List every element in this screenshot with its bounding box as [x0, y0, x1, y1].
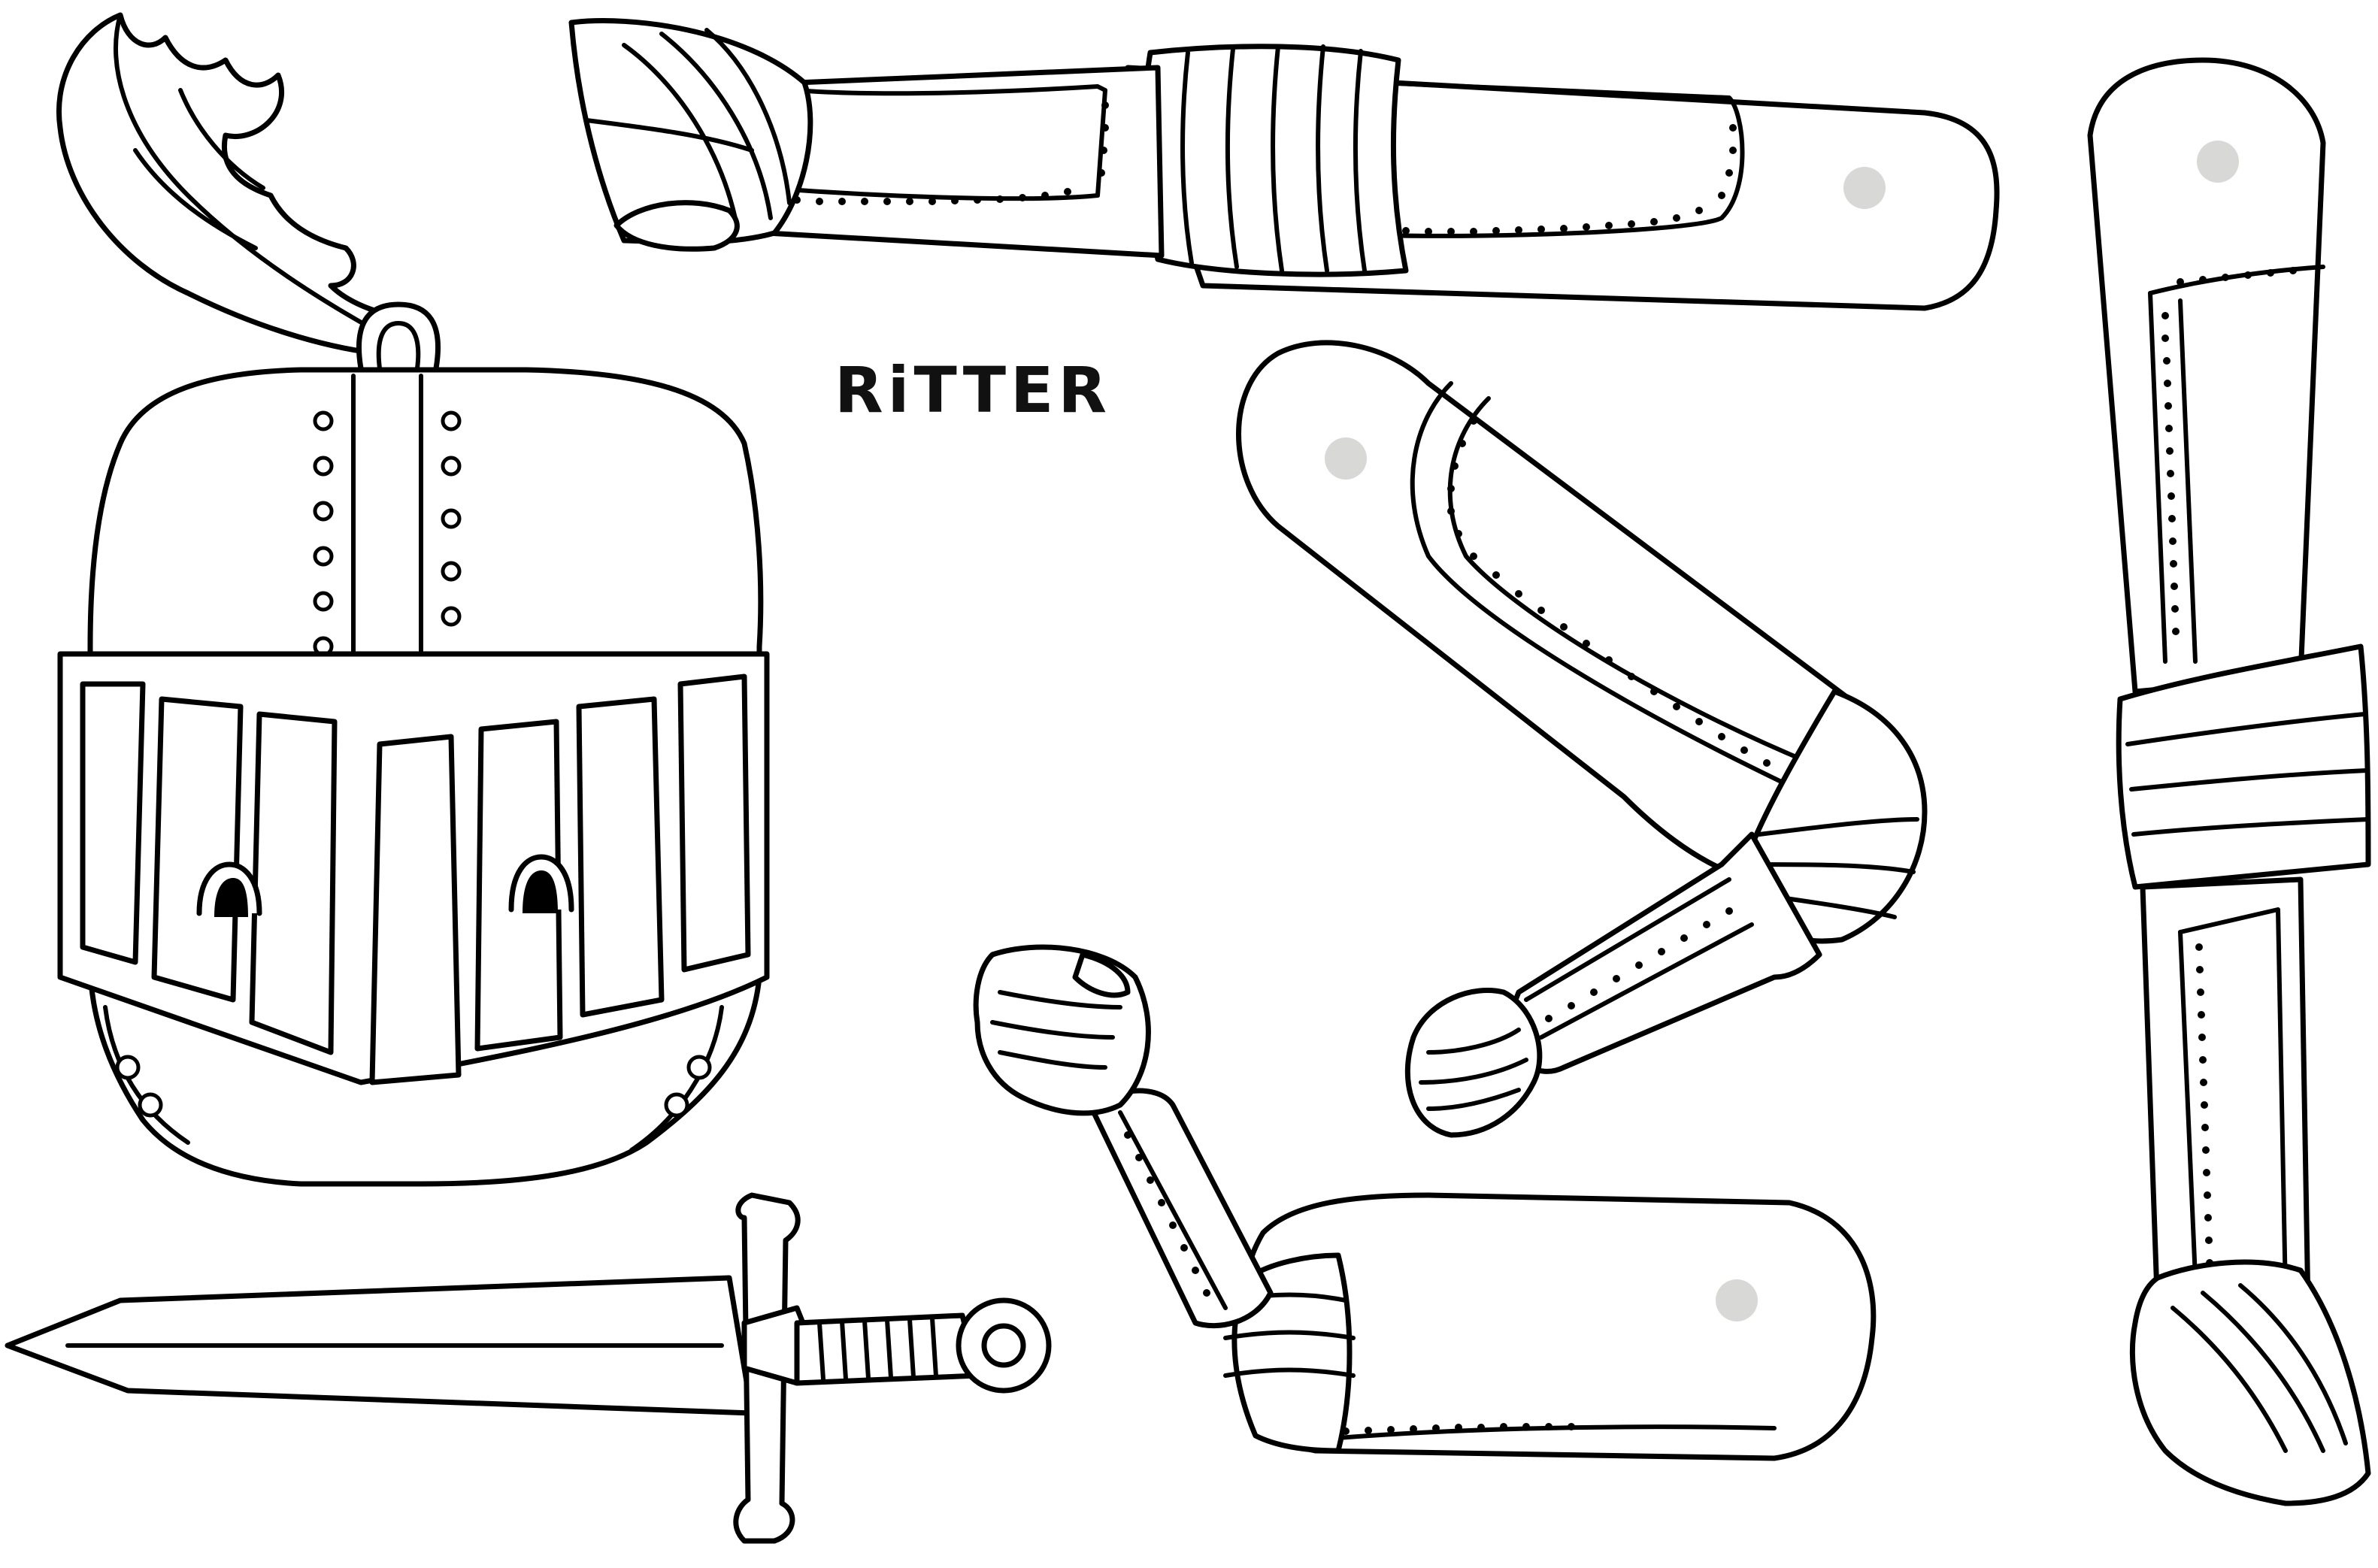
helmet-loop — [356, 301, 441, 371]
arm-raised-part — [973, 944, 1877, 1461]
pin-marker — [1716, 1279, 1758, 1321]
pin-marker — [2197, 141, 2239, 183]
arm-bent-part — [1236, 340, 1928, 1138]
gauntlet-hand-bent — [1404, 988, 1543, 1138]
pin-marker — [1843, 167, 1886, 209]
pin-marker — [1325, 437, 1367, 480]
knee-band — [2116, 643, 2371, 890]
foot-sabaton — [2129, 1259, 2371, 1506]
fist — [973, 944, 1151, 1116]
thigh-plate — [2087, 57, 2326, 695]
sheet-title: RiTTER — [835, 353, 1112, 427]
knight-eyes — [196, 854, 574, 917]
arm-horizontal-part — [568, 18, 2000, 311]
helmet-part — [56, 12, 770, 1187]
feather-plume — [56, 12, 424, 356]
leg-part — [2087, 57, 2371, 1506]
sword-part — [5, 1192, 1052, 1544]
